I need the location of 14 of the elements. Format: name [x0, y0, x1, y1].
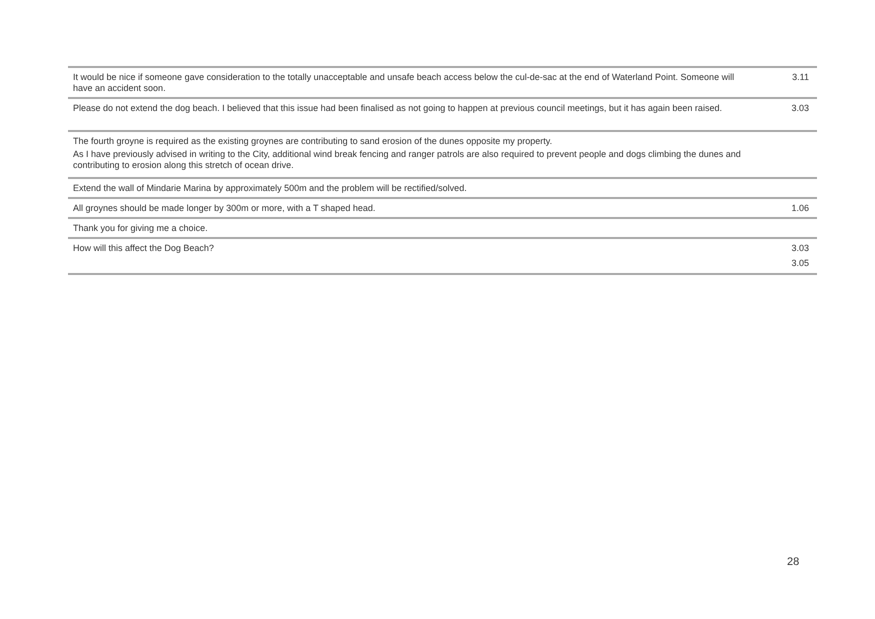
comment-text: It would be nice if someone gave consideration to the totally unacceptable and unsafe beach access below the cul-de-sac at the end of Waterland Point. Someone will have an accident soon.: [73, 72, 736, 94]
comment-text: How will this affect the Dog Beach?: [73, 243, 215, 254]
reference-number: 3.03: [791, 243, 809, 254]
reference-number: 3.03: [791, 103, 809, 114]
reference-number: 3.05: [791, 258, 809, 269]
reference-number: 1.06: [791, 203, 809, 214]
comment-text: Extend the wall of Mindarie Marina by approximately 500m and the problem will be rectified/solved.: [73, 183, 468, 194]
comment-text: All groynes should be made longer by 300m or more, with a T shaped head.: [73, 203, 376, 214]
comment-text: The fourth groyne is required as the existing groynes are contributing to sand erosion of the dunes opposite my property.: [73, 136, 554, 147]
page-number: 28: [787, 557, 800, 568]
comment-text: Thank you for giving me a choice.: [73, 223, 209, 234]
comment-text: Please do not extend the dog beach. I believed that this issue had been finalised as not going to happen at previous council meetings, but it has again been raised.: [73, 103, 723, 114]
reference-number: 3.11: [792, 72, 809, 83]
comment-text: As I have previously advised in writing to the City, additional wind break fencing and ranger patrols are also required to prevent people and dogs climbing the dunes and contributing to erosion along this stretch of ocean drive.: [73, 149, 742, 171]
